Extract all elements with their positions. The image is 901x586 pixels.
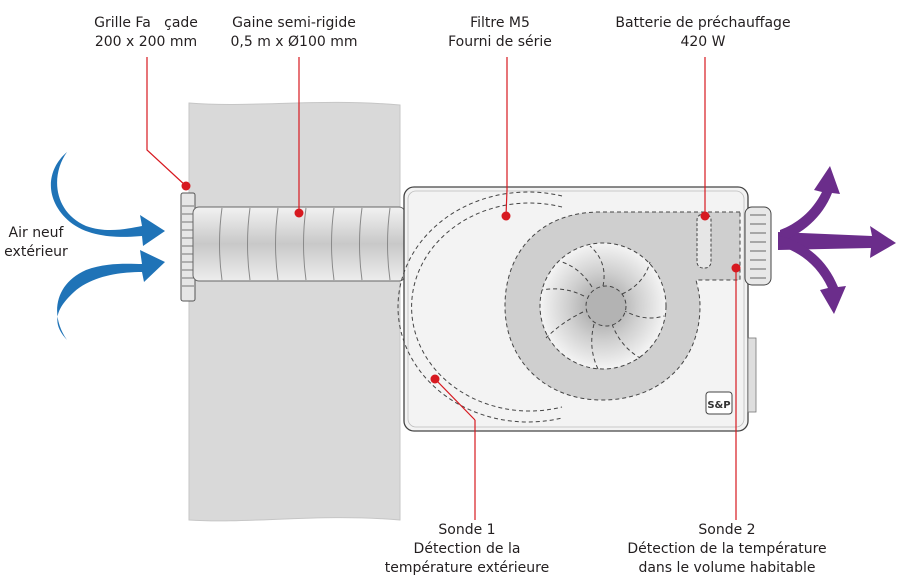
label-sonde1: Sonde 1 Détection de la température exté… xyxy=(385,521,549,578)
air-line2: extérieur xyxy=(4,244,68,260)
gaine-line2: 0,5 m x Ø100 mm xyxy=(230,34,358,50)
outlet-arrows-icon xyxy=(778,166,896,314)
preheater-battery xyxy=(696,213,712,269)
label-sonde2: Sonde 2 Détection de la température dans… xyxy=(627,521,826,578)
fan-impeller xyxy=(539,242,667,370)
label-gaine: Gaine semi-rigide 0,5 m x Ø100 mm xyxy=(230,14,357,52)
filter-m5 xyxy=(397,191,563,423)
outlet-collar xyxy=(744,206,772,286)
label-filtre: Filtre M5 Fourni de série xyxy=(448,14,552,52)
sonde1-line3: température extérieure xyxy=(384,560,550,576)
sonde2-line1: Sonde 2 xyxy=(698,522,756,538)
wall xyxy=(188,101,401,522)
sonde2-line3: dans le volume habitable xyxy=(638,560,816,576)
label-air-neuf: Air neuf extérieur xyxy=(4,224,68,262)
grille-line1: Grille Fa çade xyxy=(94,15,198,31)
filtre-line1: Filtre M5 xyxy=(470,15,530,31)
filtre-line2: Fourni de série xyxy=(448,34,552,50)
semi-rigid-duct xyxy=(192,206,406,282)
leader-dots xyxy=(181,181,741,384)
sonde1-line1: Sonde 1 xyxy=(438,522,496,538)
side-panel xyxy=(747,337,757,413)
leader-lines xyxy=(146,57,737,520)
logo-text: S&P xyxy=(707,400,730,411)
intake-arrows-icon xyxy=(50,152,166,340)
sonde2-line2: Détection de la température xyxy=(627,541,827,557)
sonde1-line2: Détection de la xyxy=(413,541,521,557)
air-line1: Air neuf xyxy=(8,225,64,241)
grille-line2: 200 x 200 mm xyxy=(94,34,198,50)
gaine-line1: Gaine semi-rigide xyxy=(232,15,356,31)
label-batterie: Batterie de préchauffage 420 W xyxy=(615,14,790,52)
batterie-line1: Batterie de préchauffage xyxy=(615,15,791,31)
batterie-line2: 420 W xyxy=(680,34,726,50)
sp-logo: S&P xyxy=(705,391,733,415)
label-grille: Grille Fa çade 200 x 200 mm xyxy=(94,14,198,52)
